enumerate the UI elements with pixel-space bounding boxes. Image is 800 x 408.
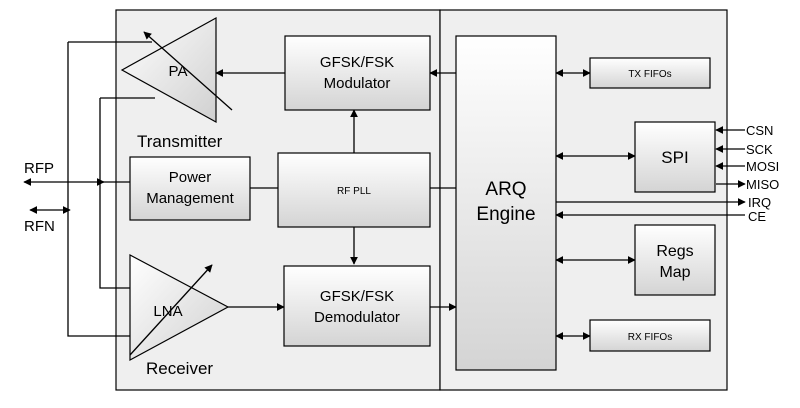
lna-label: LNA: [153, 303, 182, 320]
rx-fifos-label: RX FIFOs: [628, 332, 672, 343]
arq-engine-label-2: Engine: [476, 204, 535, 225]
tx-fifos-label: TX FIFOs: [628, 69, 671, 80]
gfsk-modulator-label-1: GFSK/FSK: [320, 54, 394, 71]
arq-engine-label-1: ARQ: [485, 179, 526, 200]
tx-fifos-block: TX FIFOs: [589, 57, 711, 89]
spi-block: SPI: [634, 121, 716, 193]
gfsk-modulator-block: GFSK/FSK Modulator: [284, 35, 431, 111]
lna-amplifier: LNA: [129, 254, 230, 362]
arq-engine-block: ARQ Engine: [455, 35, 557, 371]
pa-label: PA: [169, 63, 188, 80]
pa-amplifier: PA: [120, 16, 233, 124]
pa-tune-arrow: [143, 31, 233, 111]
rf-pll-block: RF PLL: [277, 152, 431, 228]
spi-label: SPI: [661, 148, 688, 167]
csn-pin-label: CSN: [746, 123, 773, 138]
rfp-pin-label: RFP: [24, 160, 54, 177]
sck-pin-label: SCK: [746, 142, 773, 157]
ce-pin-label: CE: [748, 209, 766, 224]
regs-map-block: Regs Map: [634, 224, 716, 296]
regs-map-label-1: Regs: [656, 243, 693, 260]
antenna-bus-left: [67, 42, 139, 337]
rx-fifos-block: RX FIFOs: [589, 319, 711, 352]
irq-pin-label: IRQ: [748, 195, 771, 210]
regs-map-label-2: Map: [659, 264, 690, 281]
power-management-label-1: Power: [169, 169, 212, 186]
gfsk-demodulator-block: GFSK/FSK Demodulator: [283, 265, 431, 347]
rfn-pin-label: RFN: [24, 218, 55, 235]
power-management-block: Power Management: [129, 156, 251, 221]
antenna-bus-right: [99, 98, 134, 289]
receiver-label: Receiver: [146, 359, 213, 378]
power-management-label-2: Management: [146, 190, 234, 207]
mosi-pin-label: MOSI: [746, 159, 779, 174]
miso-pin-label: MISO: [746, 177, 779, 192]
lna-tune-arrow: [129, 264, 213, 356]
rf-pll-label: RF PLL: [337, 186, 371, 197]
gfsk-demodulator-label-2: Demodulator: [314, 309, 400, 326]
gfsk-demodulator-label-1: GFSK/FSK: [320, 288, 394, 305]
transmitter-label: Transmitter: [137, 132, 223, 151]
gfsk-modulator-label-2: Modulator: [324, 75, 391, 92]
